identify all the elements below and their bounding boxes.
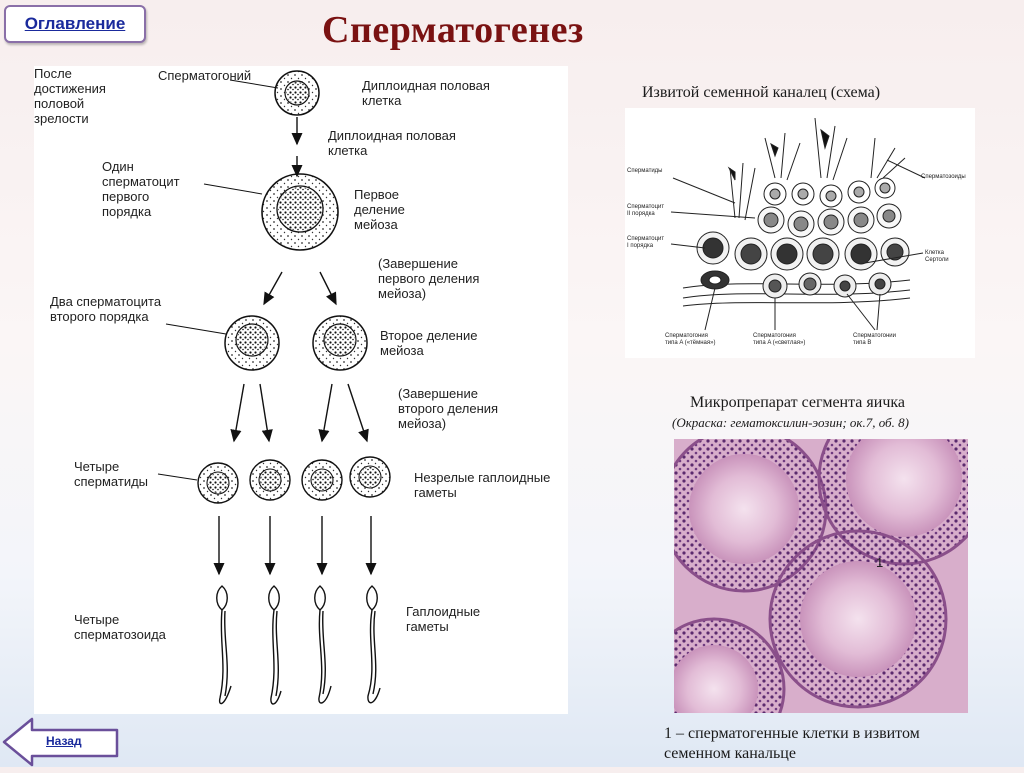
- label-second-division: Второе деление мейоза: [380, 328, 478, 358]
- micrograph: 1: [674, 439, 968, 713]
- back-button-label: Назад: [46, 734, 82, 748]
- label-after-maturity: После достижения половой зрелости: [34, 66, 106, 126]
- micro-stain: (Окраска: гематоксилин-эозин; ок.7, об. …: [672, 415, 909, 430]
- back-arrow-icon: [2, 717, 119, 767]
- tubule-label-spermatogonia-dark: Сперматогония типа A («тёмная»): [665, 333, 716, 346]
- tubule-caption: Извитой семенной каналец (схема): [642, 84, 881, 101]
- label-diploid-2: Диплоидная половая клетка: [328, 128, 456, 158]
- tubule-label-spermatogonia-b: Сперматогонии типа B: [853, 333, 897, 346]
- tubule-label-spermatids: Сперматиды: [627, 168, 663, 174]
- label-two-spermatocytes: Два сперматоцита второго порядка: [50, 294, 162, 324]
- label-diploid-1: Диплоидная половая клетка: [362, 78, 490, 108]
- spermatogenesis-scheme: После достижения половой зрелости Сперма…: [34, 66, 568, 714]
- micro-marker: 1: [876, 555, 884, 570]
- label-spermatogonium: Сперматогоний: [158, 68, 252, 83]
- micrograph-drawing: [674, 439, 968, 713]
- spermatogonium-cell: [274, 70, 320, 116]
- label-first-completion: (Завершение первого деления мейоза): [378, 256, 480, 301]
- back-button[interactable]: Назад: [2, 716, 120, 768]
- spermatid-cells: [197, 456, 391, 504]
- pointer-lines: [157, 79, 279, 481]
- micro-legend: 1 – сперматогенные клетки в извитом семе…: [664, 725, 920, 762]
- tubule-drawing: [670, 117, 926, 331]
- label-second-completion: (Завершение второго деления мейоза): [398, 386, 499, 431]
- tubule-label-spermatocyte-2: Сперматоцит II порядка: [627, 204, 665, 217]
- label-haploid-gametes: Гаплоидные гаметы: [406, 604, 481, 634]
- tubule-label-sertoli: Клетка Сертоли: [925, 250, 949, 263]
- label-four-spermatozoa: Четыре сперматозоида: [74, 612, 166, 642]
- primary-spermatocyte-cell: [261, 173, 339, 251]
- tubule-label-spermatocyte-1: Сперматоцит I порядка: [627, 236, 665, 249]
- spermatozoa: [216, 585, 381, 705]
- micro-caption: Микропрепарат сегмента яичка: [690, 394, 905, 411]
- page-title: Сперматогенез: [322, 9, 584, 51]
- scheme-drawing: [157, 70, 391, 705]
- tubule-label-spermatozoa: Сперматозоиды: [921, 174, 966, 180]
- tubule-cells: [696, 177, 910, 299]
- label-immature-gametes: Незрелые гаплоидные гаметы: [414, 470, 551, 500]
- toc-button[interactable]: Оглавление: [4, 5, 146, 43]
- tubule-label-spermatogonia-light: Сперматогония типа A («светлая»): [753, 333, 806, 346]
- label-four-spermatids: Четыре сперматиды: [74, 459, 149, 489]
- tubule-scheme: Сперматиды Сперматоцит II порядка Сперма…: [625, 108, 975, 358]
- secondary-spermatocyte-cells: [224, 315, 368, 371]
- tubule-spermatozoa: [727, 117, 906, 221]
- label-one-spermatocyte: Один сперматоцит первого порядка: [102, 159, 180, 219]
- label-first-division: Первое деление мейоза: [354, 187, 405, 232]
- tubule-sections: [674, 439, 968, 713]
